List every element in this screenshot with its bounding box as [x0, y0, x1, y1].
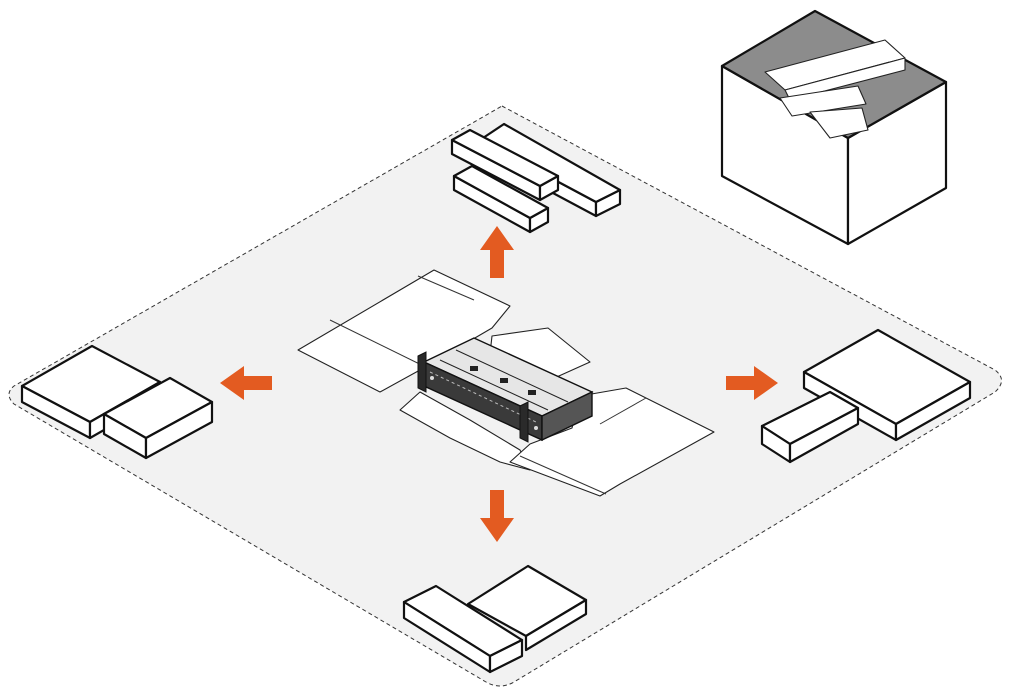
- arrow-right-icon: [726, 366, 778, 400]
- foam-block-left: [20, 344, 214, 460]
- arrow-group: [220, 226, 778, 542]
- foam-block-top: [450, 122, 622, 234]
- foam-block-bottom: [402, 564, 588, 674]
- unfolded-carton: [297, 269, 715, 497]
- open-box-icon: [720, 9, 948, 246]
- rack-mount-device-icon: [417, 337, 594, 443]
- arrow-left-icon: [220, 366, 272, 400]
- arrow-down-icon: [480, 490, 514, 542]
- arrow-up-icon: [480, 226, 514, 278]
- foam-block-right: [760, 328, 972, 464]
